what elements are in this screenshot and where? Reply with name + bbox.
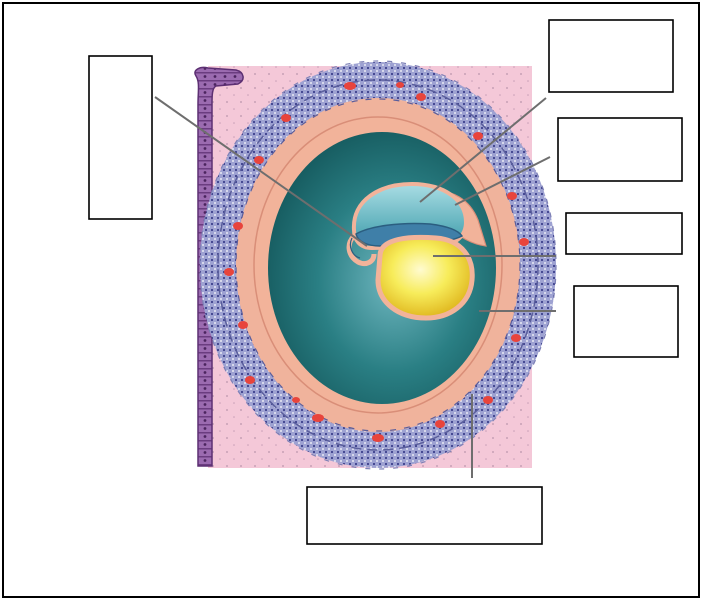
yolk-sac	[378, 237, 472, 318]
label-box-embryonic-disc[interactable]	[89, 56, 152, 219]
label-box-yolk-sac[interactable]	[566, 213, 682, 254]
label-box-chorionic-villi[interactable]	[307, 487, 542, 544]
label-box-extraembryonic-mesoderm[interactable]	[574, 286, 678, 357]
label-box-amniotic-cavity[interactable]	[549, 20, 673, 92]
label-box-connecting-stalk[interactable]	[558, 118, 682, 181]
